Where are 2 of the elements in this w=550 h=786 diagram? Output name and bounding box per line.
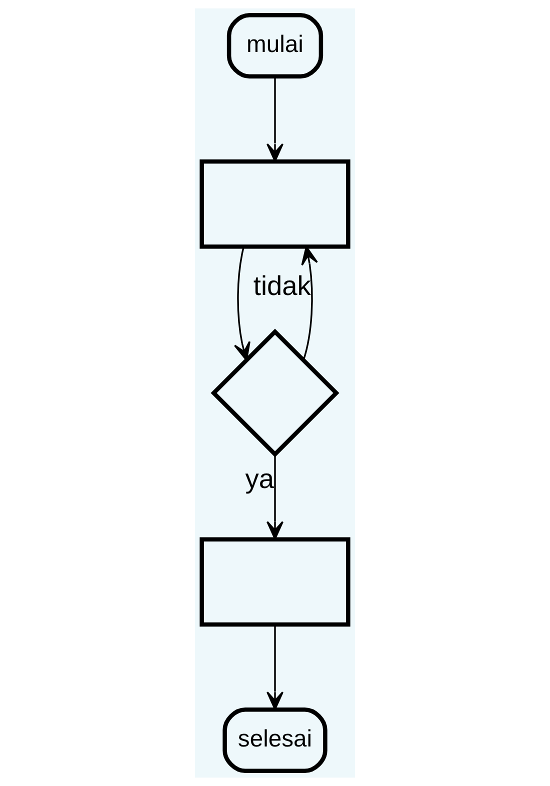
edge-label: ya (245, 462, 274, 494)
edge-label: tidak (253, 270, 311, 301)
